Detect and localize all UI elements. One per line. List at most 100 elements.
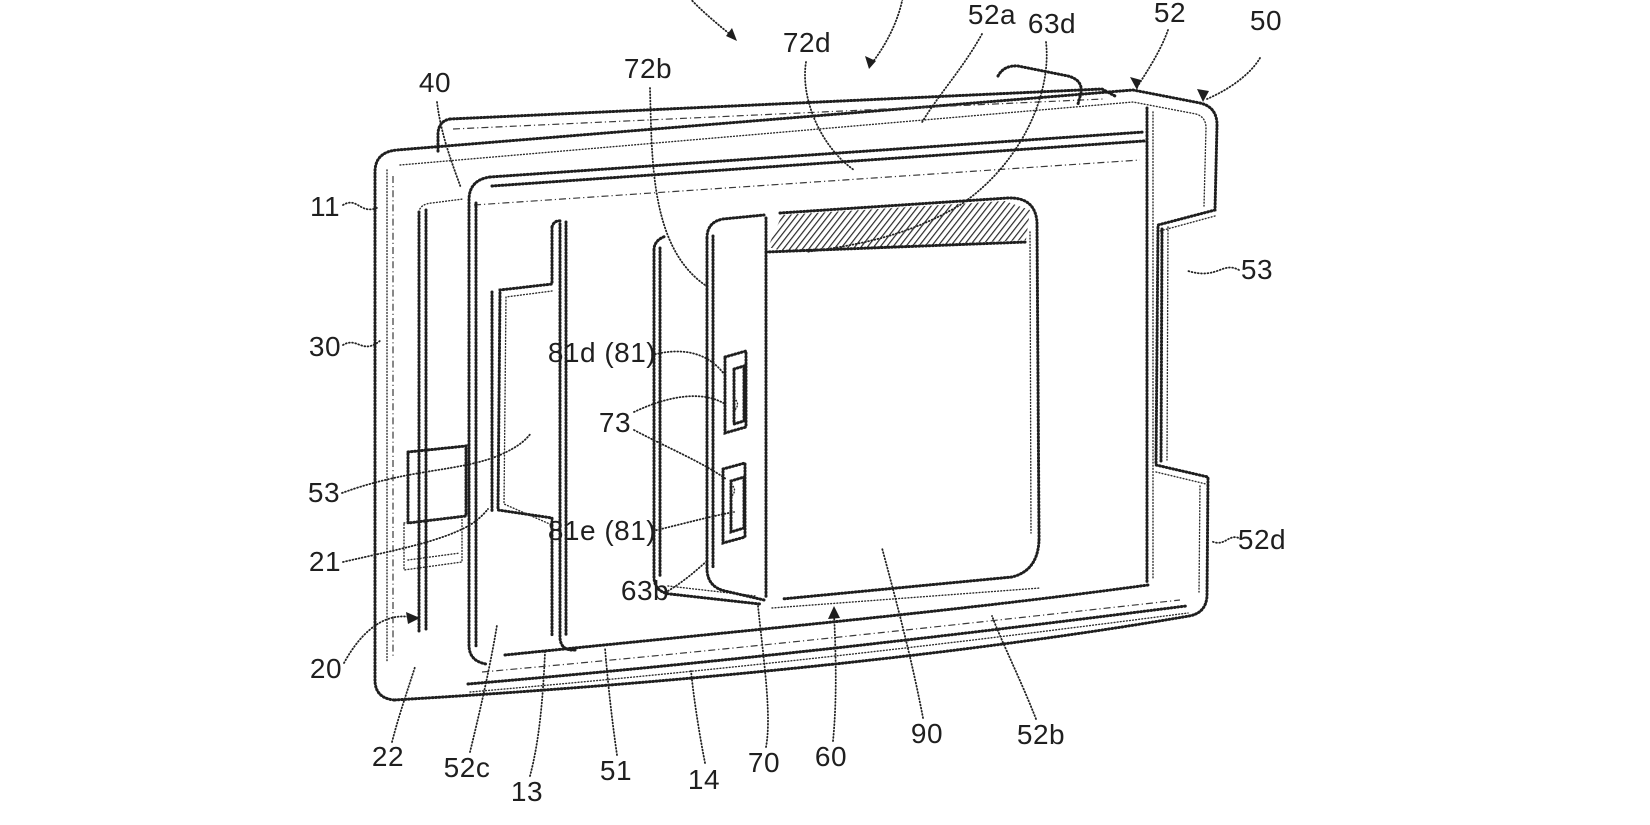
slot-81e-outer — [721, 461, 747, 545]
leader-63b — [667, 559, 709, 592]
ref-label-73: 73 — [599, 407, 631, 438]
notch-opening — [406, 444, 468, 525]
ref-label-20: 20 — [310, 653, 342, 684]
usb-slot-81e — [721, 461, 747, 545]
leader-81e — [652, 511, 735, 532]
leader-52a — [920, 33, 983, 125]
ref-label-90: 90 — [911, 718, 943, 749]
leader-lines — [341, 0, 1261, 777]
ref-label-52a: 52a — [968, 0, 1016, 30]
leader-13 — [529, 651, 546, 777]
arrowhead-20 — [406, 612, 420, 624]
leader-52d — [1210, 536, 1242, 544]
ref-label-13: 13 — [511, 776, 543, 807]
tray-inner-rim — [399, 101, 1207, 207]
main-unit — [467, 130, 1146, 666]
ref-label-50: 50 — [1250, 5, 1282, 36]
ref-label-11: 11 — [310, 191, 340, 222]
arrowheads — [406, 28, 1209, 624]
leader-53-right — [1187, 266, 1240, 275]
body-outline — [778, 196, 1041, 601]
platform-left-edge — [652, 234, 762, 606]
slot-81d-inner — [732, 363, 746, 427]
right-wall-step-upper — [1159, 215, 1216, 232]
leader-73-lower — [633, 429, 727, 480]
leader-72b — [649, 87, 709, 288]
ref-label-52c: 52c — [444, 752, 491, 783]
leader-20 — [343, 615, 411, 664]
slot-81d-outer — [723, 349, 748, 435]
ref-label-63b: 63b — [621, 575, 669, 606]
adapter-front-plate — [705, 213, 768, 602]
arrowhead-60 — [828, 606, 840, 619]
back-slab-rim — [448, 87, 1117, 121]
leader-top-arrow-2 — [871, 0, 904, 64]
tray-bottom-centerline — [481, 599, 1181, 673]
leader-top-arrow-1 — [690, 0, 733, 37]
ref-label-52b: 52b — [1017, 719, 1065, 750]
leader-70 — [757, 605, 769, 748]
main-unit-left-edge — [467, 175, 492, 666]
notch-floor-front — [403, 515, 463, 571]
leader-21 — [342, 508, 489, 563]
support-platform — [652, 234, 1041, 609]
leader-50 — [1206, 57, 1261, 100]
ref-label-22: 22 — [372, 741, 404, 772]
arrowhead-top-2 — [865, 56, 876, 69]
leader-73-upper — [633, 395, 726, 413]
leader-22 — [391, 666, 416, 743]
arrowhead-52 — [1130, 77, 1141, 90]
main-unit-top-edge — [488, 130, 1146, 179]
tray-bottom-front-inner-line — [469, 612, 1189, 693]
leader-30 — [342, 339, 382, 348]
partition-left-upper — [496, 225, 554, 638]
main-unit-top-edge-2 — [490, 139, 1146, 188]
dock-tray — [373, 88, 1219, 702]
usb-slot-81d — [723, 349, 748, 435]
tab-63d-outline — [996, 64, 1083, 106]
body-right-inner-line — [1029, 231, 1032, 534]
leader-11 — [342, 201, 380, 211]
back-slab-rim-centerline — [452, 98, 1104, 130]
ref-label-81e: 81e (81) — [548, 515, 656, 546]
ref-label-70: 70 — [748, 747, 780, 778]
partition-right-edge — [558, 222, 577, 652]
leader-90 — [881, 547, 924, 719]
ref-label-30: 30 — [309, 331, 341, 362]
leader-14 — [690, 670, 706, 764]
ref-label-81d: 81d (81) — [548, 337, 656, 368]
leader-52 — [1138, 29, 1169, 85]
plate-left-edge — [705, 213, 766, 602]
ref-label-72b: 72b — [624, 53, 672, 84]
stepped-partition — [490, 219, 577, 652]
leader-52c — [469, 624, 498, 753]
inner-notch-slab — [403, 198, 468, 634]
tray-bottom-back-edge — [503, 583, 1150, 657]
leader-53-left — [341, 432, 532, 494]
ref-label-51: 51 — [600, 755, 632, 786]
notch-floor-line — [407, 552, 461, 561]
adapter-body — [764, 196, 1041, 601]
arrowhead-50 — [1197, 89, 1209, 102]
right-wall-step-lower — [1155, 471, 1207, 485]
ref-label-63d: 63d — [1028, 8, 1076, 39]
ref-label-21: 21 — [309, 546, 341, 577]
slot-81e-inner — [729, 474, 746, 535]
leader-51 — [604, 647, 618, 756]
body-front-top-edge — [764, 240, 1028, 254]
partition-left-upper-2 — [503, 290, 553, 526]
ref-label-72d: 72d — [783, 27, 831, 58]
right-wall-notch-inner-edge — [1159, 227, 1164, 465]
leader-63d — [805, 41, 1048, 253]
notch-slab-top-cap — [418, 198, 464, 213]
ref-label-52: 52 — [1154, 0, 1186, 28]
arrowhead-top-1 — [726, 28, 737, 41]
right-wall-lower-inner-line — [1198, 485, 1201, 593]
platform-bottom-right — [771, 587, 1041, 609]
body-top-hatch-band — [768, 201, 1030, 252]
slot-81d-tab — [733, 397, 739, 412]
ref-label-40: 40 — [419, 67, 451, 98]
ref-label-60: 60 — [815, 741, 847, 772]
